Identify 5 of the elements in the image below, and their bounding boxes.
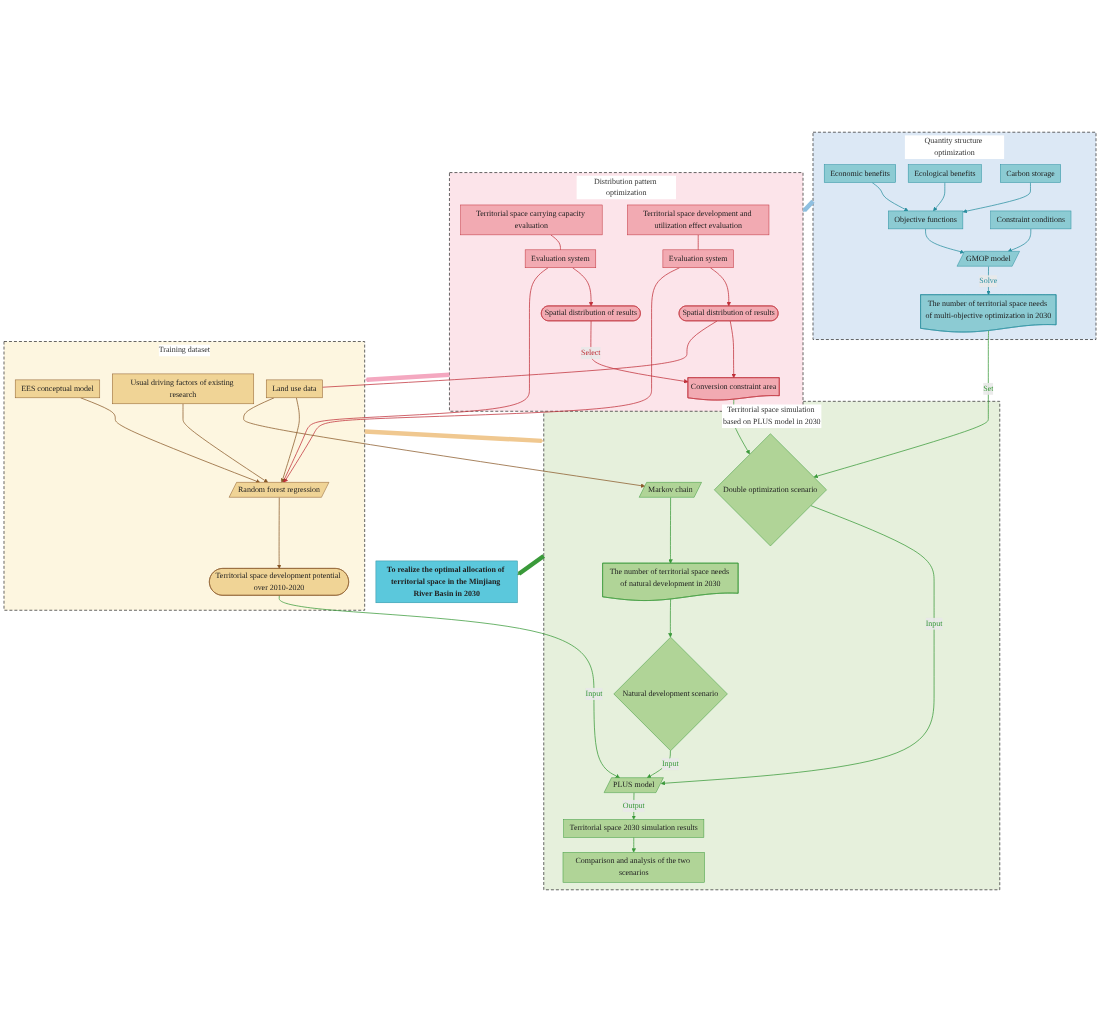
connector — [550, 234, 561, 251]
arrow — [364, 372, 450, 382]
connector — [697, 234, 699, 251]
arrow — [364, 429, 544, 444]
arrow — [517, 554, 546, 576]
